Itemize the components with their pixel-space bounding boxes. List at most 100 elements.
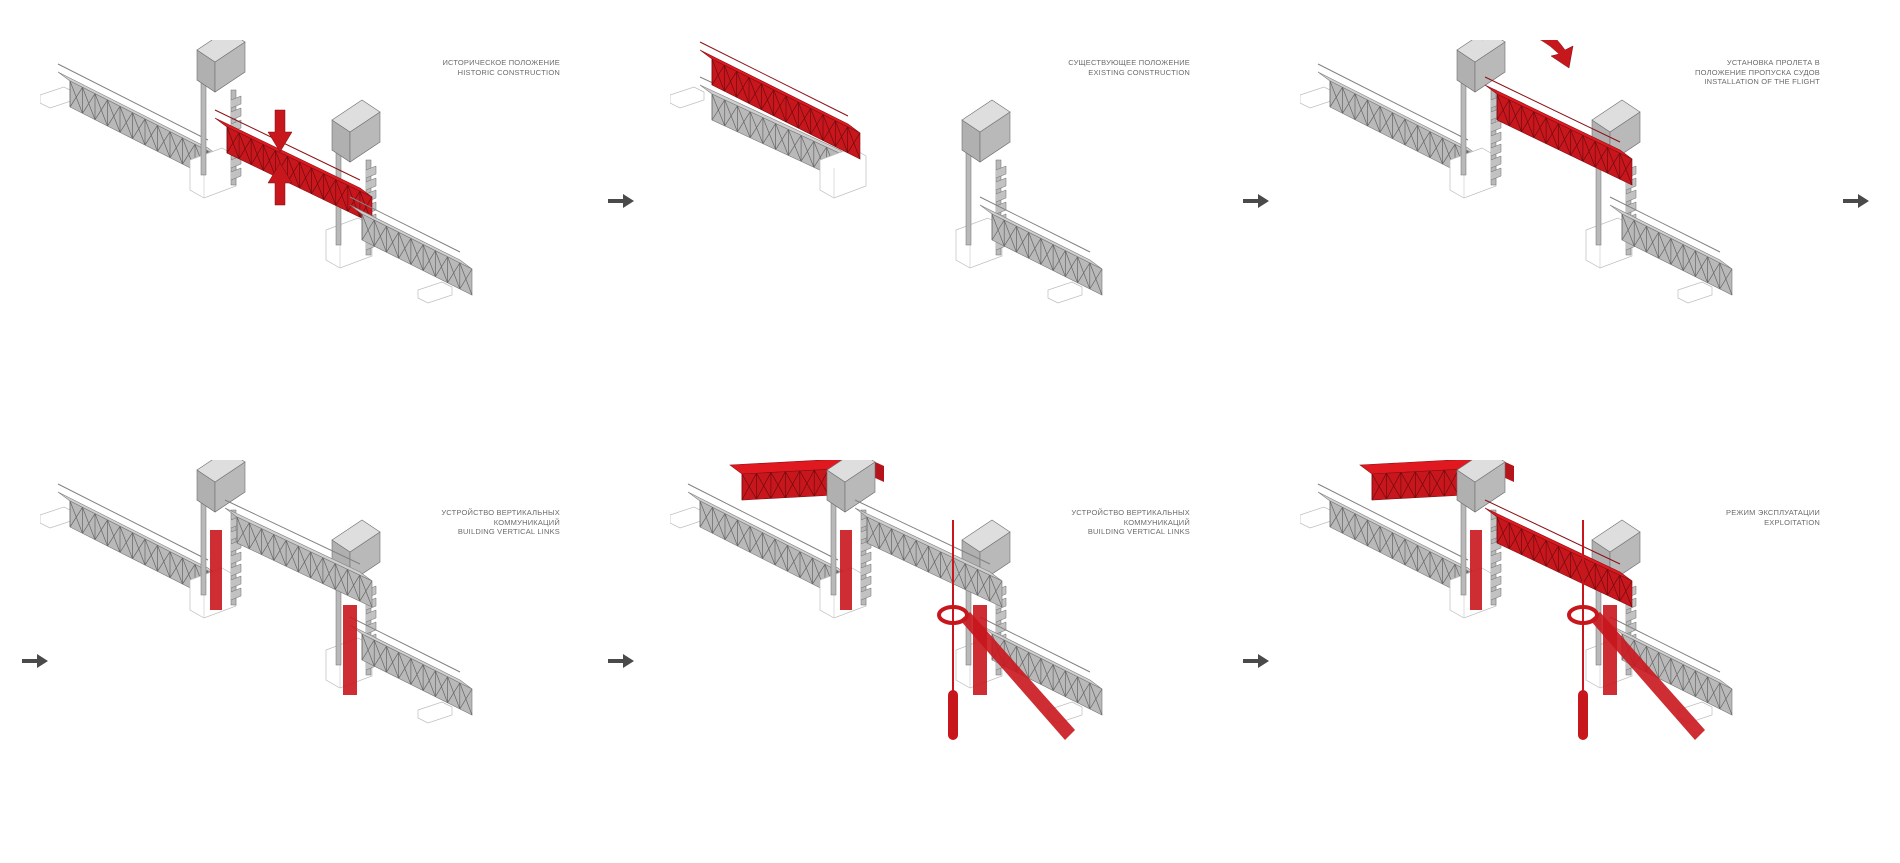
abutment-right: [417, 281, 453, 304]
right-arrow-icon: [1243, 194, 1269, 208]
bridge-diagram-vertical-links-1: [40, 460, 473, 724]
lift-span: [214, 109, 373, 224]
caption-line: ИСТОРИЧЕСКОЕ ПОЛОЖЕНИЕ: [442, 58, 560, 67]
bridge-diagram-exploitation: [1300, 460, 1733, 740]
right-span: [979, 616, 1103, 716]
truss-rail: [1317, 63, 1469, 141]
bridge-diagram-vertical-links-2: [670, 460, 1103, 740]
truss-lattice: [1329, 80, 1481, 184]
cabin-roof: [1456, 40, 1506, 63]
left-span: [687, 483, 851, 604]
elevator-shaft: [948, 690, 958, 740]
abutment-left: [40, 506, 75, 529]
cabin-roof: [826, 460, 876, 483]
truss-rail: [1317, 483, 1469, 561]
bridge-diagram-existing: [670, 41, 1103, 304]
right-arrow-icon: [1243, 654, 1269, 668]
panel-existing-construction: СУЩЕСТВУЮЩЕЕ ПОЛОЖЕНИЕ EXISTING CONSTRUC…: [670, 40, 1230, 440]
truss-rail: [687, 483, 839, 561]
panel-caption: РЕЖИМ ЭКСПЛУАТАЦИИ EXPLOITATION: [1630, 508, 1820, 527]
caption-line: КОММУНИКАЦИЙ: [493, 517, 560, 527]
truss-top: [57, 491, 221, 578]
caption-line: HISTORIC CONSTRUCTION: [457, 67, 560, 77]
vertical-link-left: [210, 530, 222, 610]
caption-line: EXISTING CONSTRUCTION: [1088, 67, 1190, 77]
truss-top: [57, 71, 221, 158]
bridge-group: [40, 460, 473, 724]
caption-line: РЕЖИМ ЭКСПЛУАТАЦИИ: [1726, 508, 1820, 517]
bridge-diagram-historic: [40, 40, 473, 304]
panel-caption: ИСТОРИЧЕСКОЕ ПОЛОЖЕНИЕ HISTORIC CONSTRUC…: [370, 58, 560, 77]
caption-line: КОММУНИКАЦИЙ: [1123, 517, 1190, 527]
cabin-roof: [331, 519, 381, 553]
bridge-diagram-installation: [1300, 40, 1733, 304]
tower-left: [1456, 460, 1506, 606]
truss-lattice: [1329, 500, 1481, 604]
tower-left: [196, 40, 246, 186]
truss-lattice: [711, 58, 861, 160]
truss-rail: [979, 616, 1091, 673]
tower-leg: [1460, 499, 1467, 596]
abutment-left: [40, 86, 75, 109]
truss-top: [1317, 491, 1481, 578]
cabin-roof: [1456, 460, 1506, 483]
panel-caption: УСТАНОВКА ПРОЛЕТА В ПОЛОЖЕНИЕ ПРОПУСКА С…: [1630, 58, 1820, 87]
abutment-left: [670, 86, 705, 109]
truss-lattice: [69, 500, 221, 604]
tower-leg: [200, 79, 207, 176]
right-span: [349, 616, 473, 716]
truss-rail: [349, 616, 461, 673]
caption-line: УСТРОЙСТВО ВЕРТИКАЛЬНЫХ: [441, 508, 560, 517]
panel-caption: СУЩЕСТВУЮЩЕЕ ПОЛОЖЕНИЕ EXISTING CONSTRUC…: [1000, 58, 1190, 77]
up-arrow: [267, 109, 293, 153]
right-arrow-icon: [608, 194, 634, 208]
vertical-link-right: [343, 605, 357, 695]
bridge-group: [40, 40, 473, 304]
panel-building-vertical-links-2: УСТРОЙСТВО ВЕРТИКАЛЬНЫХ КОММУНИКАЦИЙ BUI…: [670, 460, 1230, 860]
truss-lattice: [866, 516, 1003, 608]
panel-caption: УСТРОЙСТВО ВЕРТИКАЛЬНЫХ КОММУНИКАЦИЙ BUI…: [1000, 508, 1190, 537]
lift-span-raised: [699, 41, 861, 160]
vertical-link-left: [1470, 530, 1482, 610]
caption-line: ПОЛОЖЕНИЕ ПРОПУСКА СУДОВ: [1695, 67, 1820, 77]
truss-lattice: [361, 633, 473, 716]
truss-rail: [1609, 196, 1721, 253]
cabin-roof: [196, 40, 246, 63]
panel-building-vertical-links-1: УСТРОЙСТВО ВЕРТИКАЛЬНЫХ КОММУНИКАЦИЙ BUI…: [40, 460, 600, 860]
elevator-shaft: [1578, 690, 1588, 740]
truss-rail: [854, 499, 991, 565]
cabin-roof: [331, 99, 381, 133]
right-arrow-icon: [608, 654, 634, 668]
truss-lattice: [69, 80, 221, 184]
abutment-left: [1300, 506, 1335, 529]
bridge-group: [670, 41, 1103, 304]
truss-lattice: [236, 516, 373, 608]
caption-line: BUILDING VERTICAL LINKS: [457, 527, 560, 536]
right-arrow-icon: [1843, 194, 1869, 208]
truss-lattice: [1621, 213, 1733, 296]
caption-line: EXPLOITATION: [1764, 517, 1820, 527]
panel-installation-of-flight: УСТАНОВКА ПРОЛЕТА В ПОЛОЖЕНИЕ ПРОПУСКА С…: [1300, 40, 1860, 440]
truss-lattice: [1496, 516, 1633, 608]
cabin-roof: [1591, 519, 1641, 553]
ramp: [960, 612, 1075, 740]
panel-exploitation: РЕЖИМ ЭКСПЛУАТАЦИИ EXPLOITATION: [1300, 460, 1860, 860]
down-arrow: [267, 162, 293, 206]
caption-line: BUILDING VERTICAL LINKS: [1087, 527, 1190, 536]
right-arrow-icon: [22, 654, 48, 668]
right-span: [1609, 196, 1733, 296]
panel-caption: УСТРОЙСТВО ВЕРТИКАЛЬНЫХ КОММУНИКАЦИЙ BUI…: [370, 508, 560, 537]
truss-lattice: [991, 213, 1103, 296]
cabin-roof: [196, 460, 246, 483]
truss-rail: [224, 499, 361, 565]
truss-rail: [57, 63, 209, 141]
truss-top: [1317, 71, 1481, 158]
bridge-group: [1300, 460, 1733, 740]
tower-leg: [1460, 79, 1467, 176]
abutment-right: [1047, 281, 1083, 304]
truss-rail: [349, 196, 461, 253]
truss-lattice: [361, 213, 473, 296]
abutment-right: [1677, 281, 1713, 304]
lift-span: [1484, 76, 1633, 186]
tower-leg: [200, 499, 207, 596]
